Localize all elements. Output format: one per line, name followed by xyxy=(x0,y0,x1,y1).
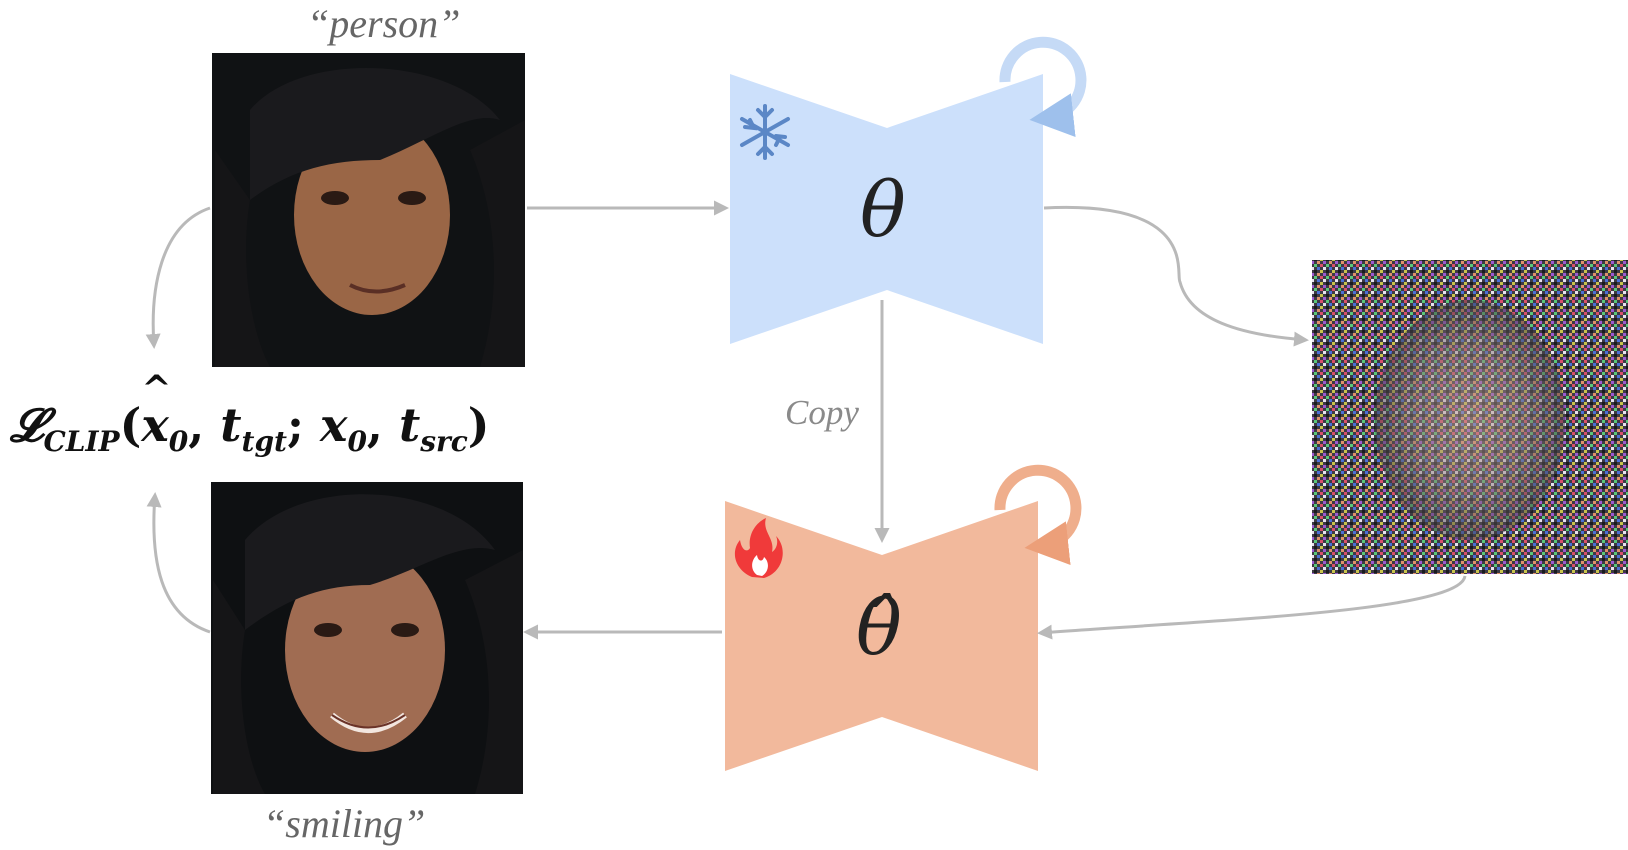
loss-sep-3: , xyxy=(366,398,399,452)
noisy-image xyxy=(1312,260,1628,574)
loss-arg-xhat: x xyxy=(141,398,169,452)
frozen-model-symbol: θ xyxy=(860,165,906,254)
loss-arg-t-tgt-sub: tgt xyxy=(241,425,287,458)
trainable-model-block xyxy=(725,501,1038,771)
source-text-caption: “person” xyxy=(307,1,461,46)
clip-loss-formula: 𝓛CLIP(^x0, ttgt; x0, tsrc) xyxy=(10,368,490,458)
loss-subscript: CLIP xyxy=(43,425,120,458)
snowflake-icon xyxy=(740,104,790,160)
copy-label: Copy xyxy=(785,393,859,432)
frozen-loop-arrow xyxy=(999,36,1087,138)
frozen-model-block xyxy=(730,74,1043,344)
target-face-image xyxy=(211,482,523,794)
loss-arg-t-src: t xyxy=(398,398,421,452)
trainable-loop-arrow xyxy=(994,464,1082,566)
source-face-image xyxy=(212,53,525,367)
arrow-target-to-loss xyxy=(146,492,211,634)
loss-arg-x: x xyxy=(320,398,348,452)
loss-close-paren: ) xyxy=(467,398,490,452)
loss-open-paren: ( xyxy=(119,398,142,452)
loss-arg-t-src-sub: src xyxy=(420,425,468,458)
loss-sep-1: , xyxy=(188,398,221,452)
trainable-model-symbol: θ̂ xyxy=(856,583,902,672)
loss-arg-x-sub: 0 xyxy=(347,425,367,458)
fire-icon xyxy=(734,518,783,578)
target-text-caption: “smiling” xyxy=(263,801,426,846)
loss-arg-xhat-sub: 0 xyxy=(168,425,189,458)
loss-sep-2: ; xyxy=(287,398,320,452)
loss-arg-t-tgt: t xyxy=(220,398,242,452)
loss-symbol: 𝓛 xyxy=(10,398,44,452)
arrow-source-to-loss xyxy=(145,206,211,349)
arrow-frozen-to-noise xyxy=(1043,205,1309,347)
arrow-noise-to-trainable xyxy=(1037,575,1467,640)
hat-accent: ^ xyxy=(141,368,172,410)
